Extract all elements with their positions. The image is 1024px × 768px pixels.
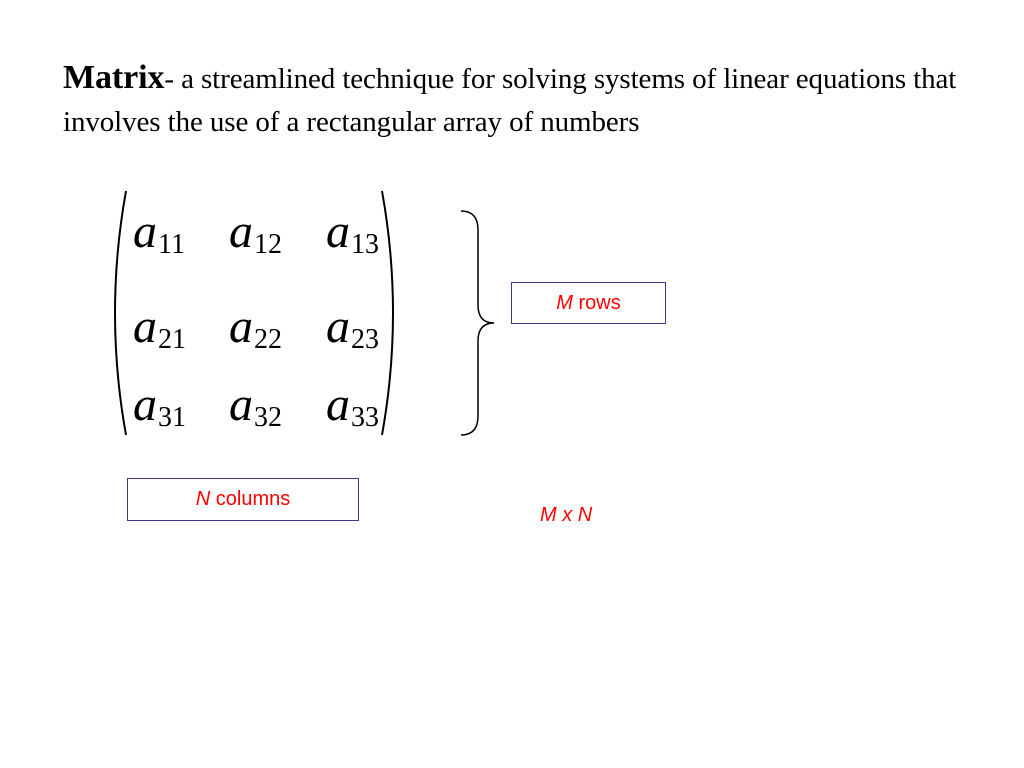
matrix-entry-base: a	[133, 205, 157, 258]
rows-brace	[460, 210, 495, 436]
matrix-entry-base: a	[326, 205, 350, 258]
columns-label-text: columns	[210, 488, 291, 510]
matrix-entry-2-3: a23	[326, 300, 379, 355]
matrix-entry-subscript: 31	[158, 402, 186, 433]
matrix-entry-3-2: a32	[229, 378, 282, 433]
matrix-entry-subscript: 21	[158, 324, 186, 355]
matrix-dimensions: M x N	[540, 504, 593, 526]
rows-label-box: M rows	[511, 282, 666, 324]
matrix-entry-1-1: a11	[133, 205, 185, 260]
matrix-entry-subscript: 33	[351, 402, 379, 433]
matrix-entry-1-2: a12	[229, 205, 282, 260]
matrix-entry-base: a	[229, 300, 253, 353]
definition-paragraph: Matrix- a streamlined technique for solv…	[63, 56, 963, 144]
left-parenthesis	[114, 190, 127, 436]
matrix-entry-base: a	[326, 300, 350, 353]
matrix-entry-subscript: 12	[254, 229, 282, 260]
columns-label-var: N	[195, 488, 211, 510]
matrix-entry-subscript: 13	[351, 229, 379, 260]
matrix-entry-subscript: 23	[351, 324, 379, 355]
matrix-entry-subscript: 11	[158, 229, 185, 260]
matrix-entry-3-3: a33	[326, 378, 379, 433]
matrix-entry-base: a	[229, 378, 253, 431]
matrix-entry-1-3: a13	[326, 205, 379, 260]
matrix-entry-base: a	[326, 378, 350, 431]
definition-term: Matrix	[63, 59, 165, 96]
matrix-entry-3-1: a31	[133, 378, 186, 433]
matrix-entry-subscript: 32	[254, 402, 282, 433]
matrix-entry-base: a	[133, 378, 157, 431]
matrix-entry-base: a	[229, 205, 253, 258]
rows-label-var: M	[556, 291, 573, 314]
matrix-entry-subscript: 22	[254, 324, 282, 355]
right-parenthesis	[381, 190, 394, 436]
matrix-entry-2-1: a21	[133, 300, 186, 355]
matrix-entry-base: a	[133, 300, 157, 353]
columns-label-box: N columns	[127, 478, 359, 521]
matrix-entry-2-2: a22	[229, 300, 282, 355]
definition-text: a streamlined technique for solving syst…	[63, 63, 957, 138]
rows-label-text: rows	[572, 291, 621, 314]
definition-separator: -	[164, 63, 174, 95]
